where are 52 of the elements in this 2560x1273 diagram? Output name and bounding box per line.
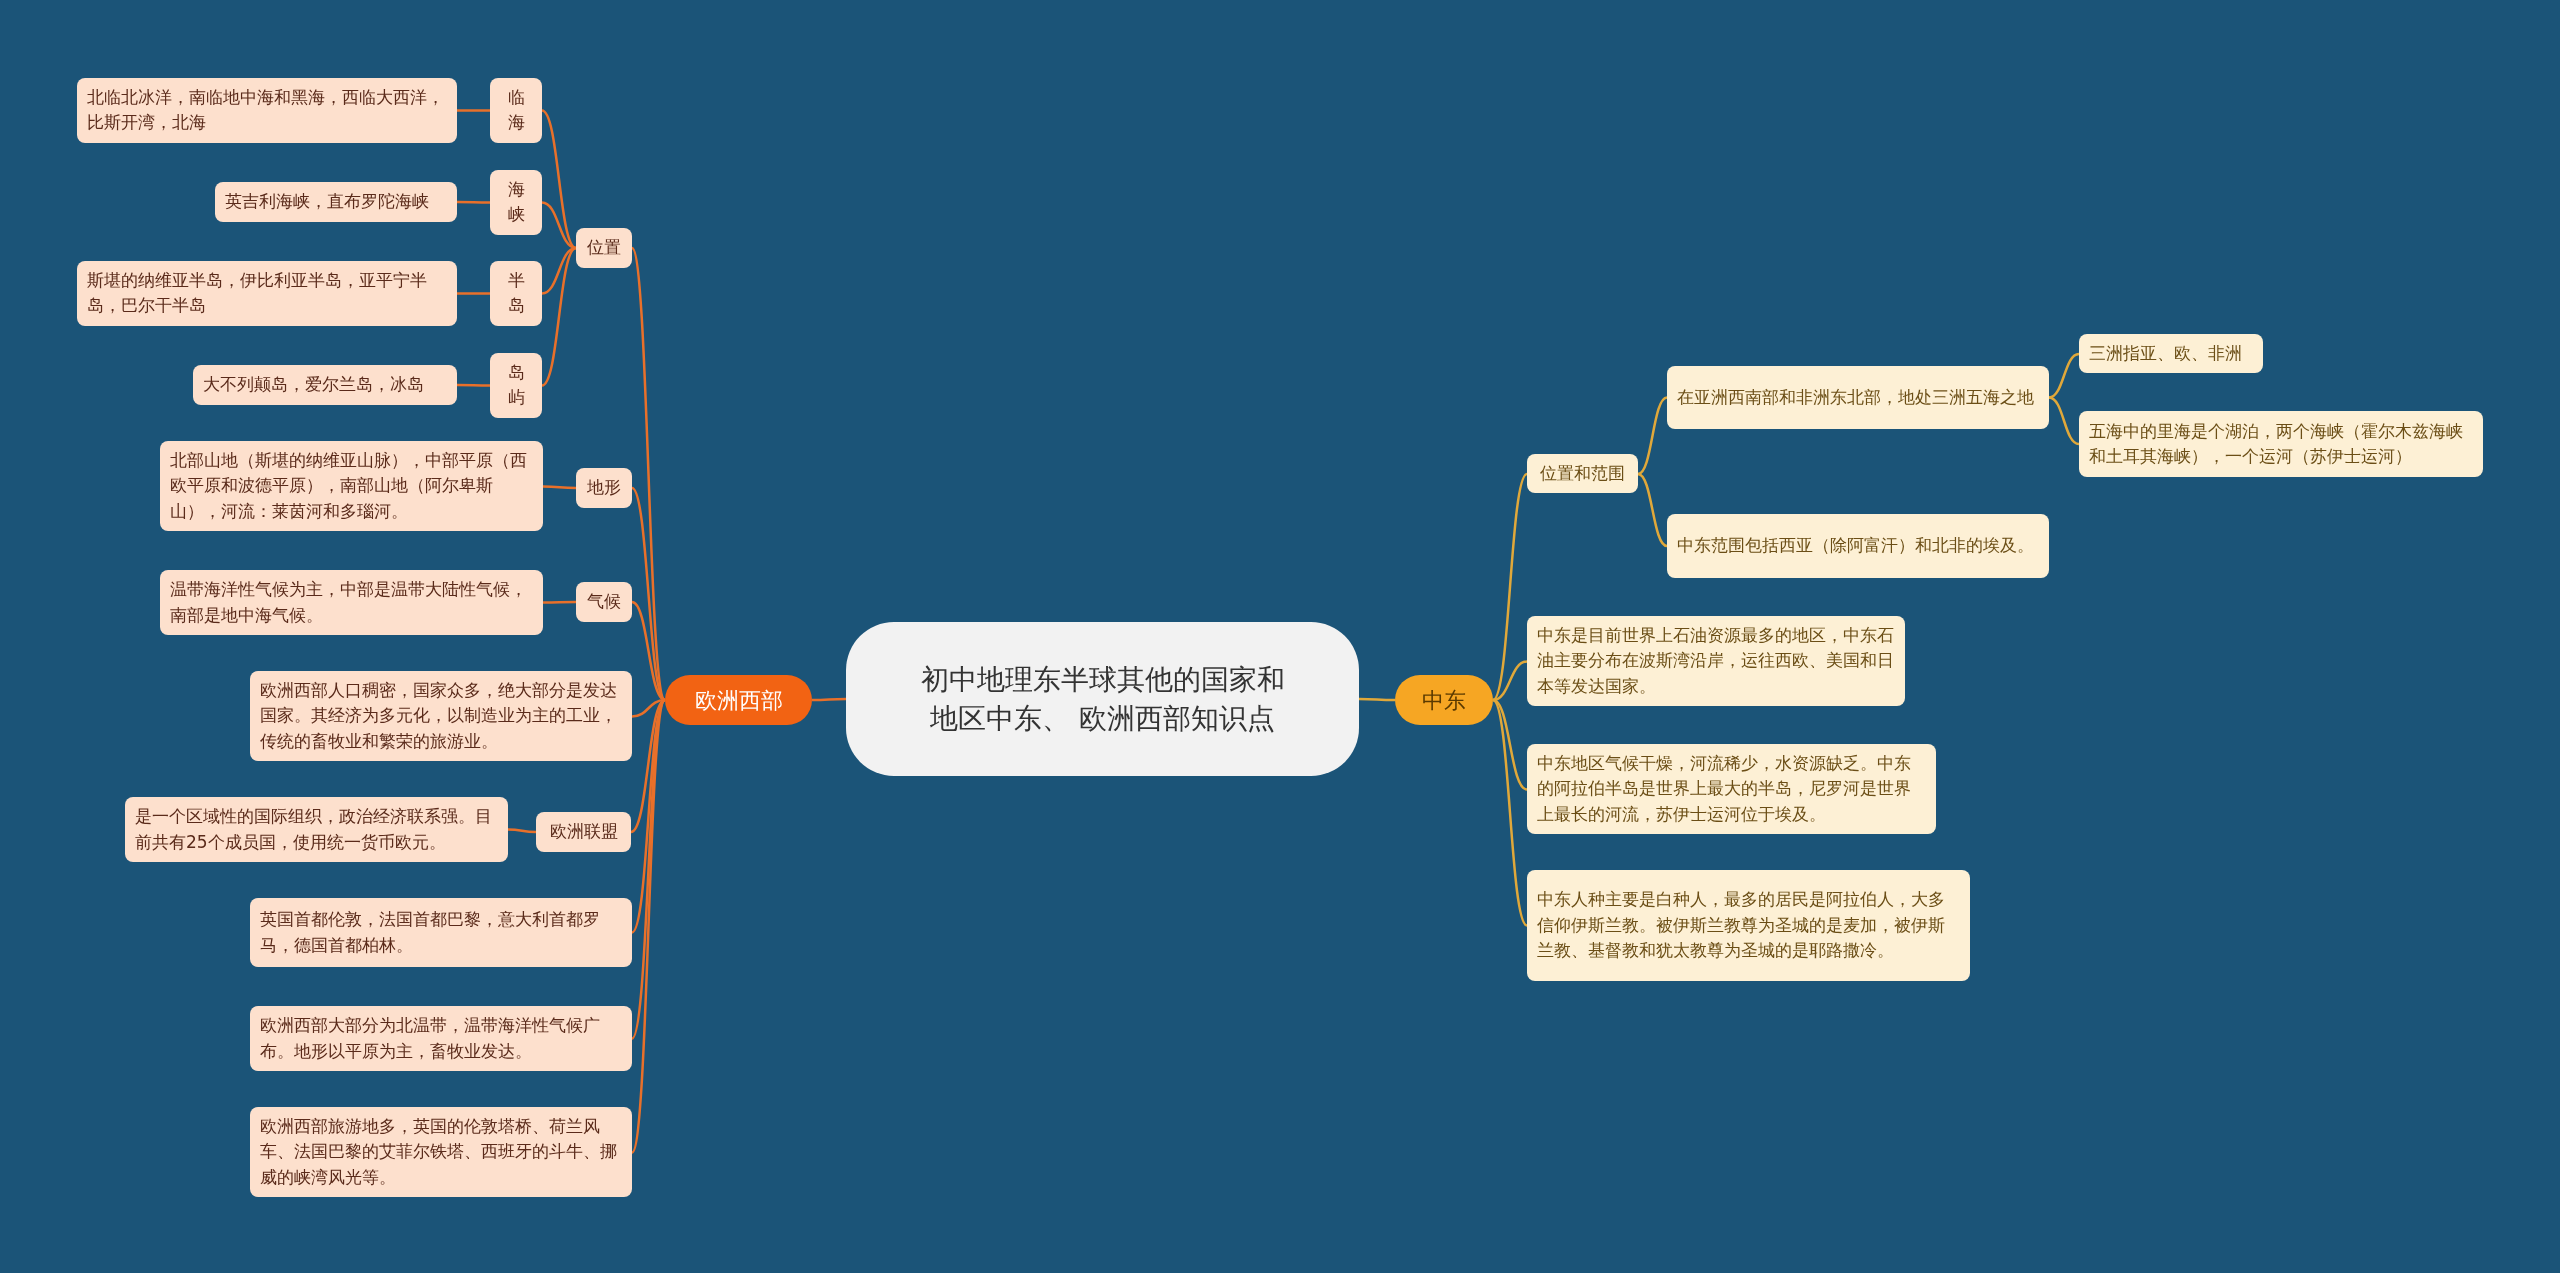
note-box: 大不列颠岛，爱尔兰岛，冰岛 [193, 365, 457, 405]
note-box: 中东人种主要是白种人，最多的居民是阿拉伯人，大多信仰伊斯兰教。被伊斯兰教尊为圣城的是麦加，被伊斯兰教、基督教和犹太教尊为圣城的是耶路撒冷。 [1527, 870, 1970, 981]
note-box: 三洲指亚、欧、非洲 [2079, 333, 2263, 373]
branch-line [457, 200, 490, 204]
branch-line [541, 201, 577, 250]
subtopic-box: 岛屿 [490, 352, 542, 418]
note-box: 斯堪的纳维亚半岛，伊比利亚半岛，亚平宁半岛，巴尔干半岛 [77, 260, 457, 326]
note-box: 英吉利海峡，直布罗陀海峡 [215, 182, 457, 222]
note-box: 在亚洲西南部和非洲东北部，地处三洲五海之地 [1667, 366, 2049, 429]
subtopic-box: 位置和范围 [1527, 453, 1638, 493]
subtopic-box: 临海 [490, 77, 542, 143]
branch-line [1492, 698, 1528, 791]
branch-line [508, 828, 536, 834]
main-topic: 欧洲西部 [665, 675, 812, 725]
subtopic-box: 欧洲联盟 [536, 812, 631, 852]
subtopic-box: 半岛 [490, 260, 542, 326]
note-box: 欧洲西部大部分为北温带，温带海洋性气候广布。地形以平原为主，畜牧业发达。 [250, 1006, 632, 1071]
branch-line [1492, 699, 1528, 927]
branch-line [541, 246, 577, 387]
branch-line [1492, 660, 1528, 702]
branch-line [1637, 472, 1668, 548]
note-box: 北临北冰洋，南临地中海和黑海，西临大西洋，比斯开湾，北海 [77, 77, 457, 143]
note-box: 中东范围包括西亚（除阿富汗）和北非的埃及。 [1667, 514, 2049, 578]
branch-line [2048, 352, 2080, 399]
subtopic-box: 地形 [576, 468, 632, 508]
branch-line [1359, 697, 1395, 702]
subtopic-box: 位置 [576, 228, 632, 268]
branch-line [457, 383, 490, 387]
subtopic-box: 海峡 [490, 169, 542, 235]
branch-line [543, 485, 576, 490]
branch-line [2048, 396, 2080, 446]
note-box: 五海中的里海是个湖泊，两个海峡（霍尔木兹海峡和土耳其海峡），一个运河（苏伊士运河） [2079, 411, 2483, 477]
branch-line [1637, 396, 1668, 476]
branch-line [457, 292, 490, 295]
note-box: 欧洲西部旅游地多，英国的伦敦塔桥、荷兰风车、法国巴黎的艾菲尔铁塔、西班牙的斗牛、挪威的峡湾风光等。 [250, 1106, 632, 1197]
subtopic-box: 气候 [576, 582, 632, 622]
branch-line [541, 246, 577, 295]
branch-line [812, 697, 846, 702]
branch-line [630, 247, 667, 701]
note-box: 北部山地（斯堪的纳维亚山脉），中部平原（西欧平原和波德平原），南部山地（阿尔卑斯山），河流：莱茵河和多瑙河。 [160, 440, 543, 531]
note-box: 温带海洋性气候为主，中部是温带大陆性气候，南部是地中海气候。 [160, 570, 543, 635]
branch-line [543, 600, 576, 604]
note-box: 是一个区域性的国际组织，政治经济联系强。目前共有25个成员国，使用统一货币欧元。 [125, 797, 508, 862]
branch-line [457, 109, 490, 112]
note-box: 中东是目前世界上石油资源最多的地区，中东石油主要分布在波斯湾沿岸，运往西欧、美国和日本等发达国家。 [1527, 615, 1905, 706]
main-topic: 中东 [1395, 675, 1493, 725]
note-box: 欧洲西部人口稠密，国家众多，绝大部分是发达国家。其经济为多元化，以制造业为主的工业，传统的畜牧业和繁荣的旅游业。 [250, 670, 632, 761]
note-box: 中东地区气候干燥，河流稀少，水资源缺乏。中东的阿拉伯半岛是世界上最大的半岛，尼罗河是世界上最长的河流，苏伊士运河位于埃及。 [1527, 743, 1936, 834]
note-box: 英国首都伦敦，法国首都巴黎，意大利首都罗马，德国首都柏林。 [250, 898, 632, 967]
central-topic: 初中地理东半球其他的国家和地区中东、 欧洲西部知识点 [846, 622, 1359, 776]
branch-line [1492, 473, 1528, 701]
branch-line [630, 699, 667, 1153]
